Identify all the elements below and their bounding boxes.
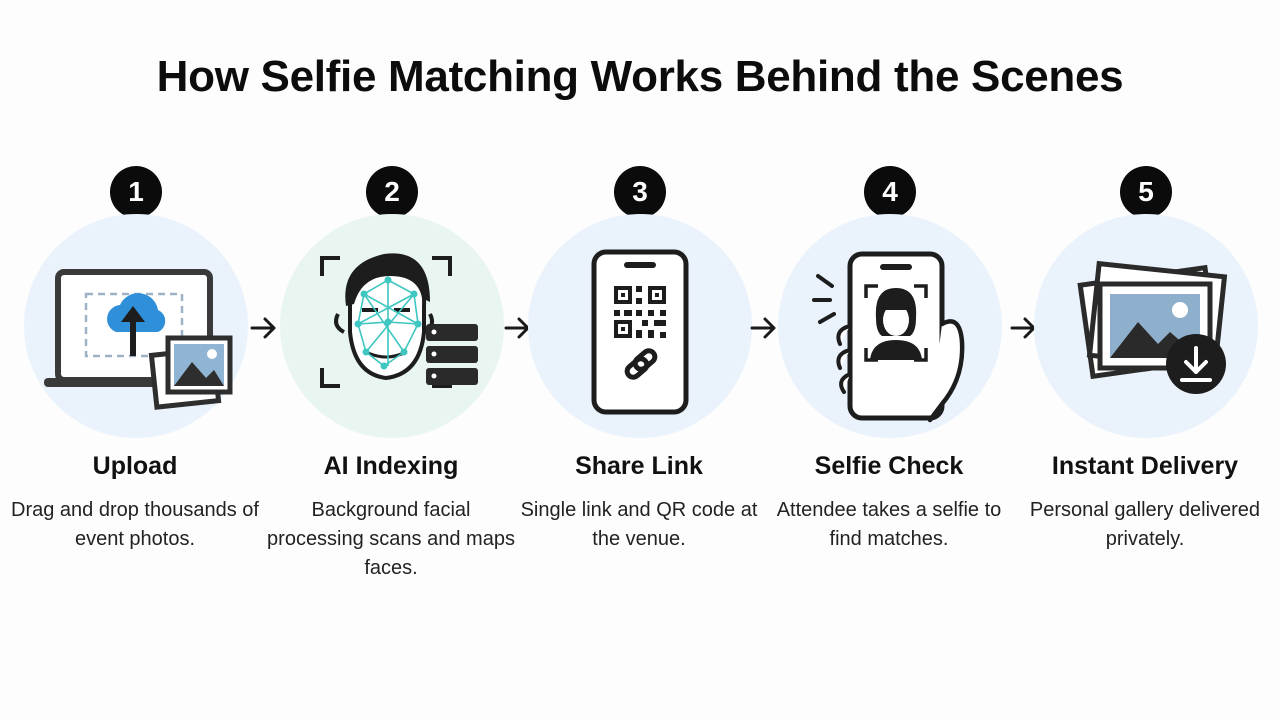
- step-upload: 1 Upload Drag and drop thousands of even…: [10, 0, 260, 720]
- page-title: How Selfie Matching Works Behind the Sce…: [156, 52, 1124, 101]
- step-number-badge: 4: [864, 166, 916, 218]
- step-number-badge: 5: [1120, 166, 1172, 218]
- arrow-right-icon: [750, 317, 776, 339]
- step-description: Personal gallery delivered privately.: [1029, 499, 1261, 550]
- step-description: Background facial processing scans and m…: [267, 499, 515, 579]
- laptop-upload-icon: [44, 269, 233, 410]
- step-description: Single link and QR code at the venue.: [520, 499, 758, 550]
- step-description: Drag and drop thousands of event photos.: [11, 499, 259, 550]
- photo-gallery-download-icon: [1077, 260, 1228, 394]
- step-number-badge: 2: [366, 166, 418, 218]
- step-instant-delivery: 5 Instant Delivery Personal gallery deli…: [1020, 0, 1270, 720]
- phone-selfie-icon: [812, 251, 965, 423]
- step-title: Selfie Check: [814, 452, 964, 480]
- step-selfie-check: 4 Selfie Check Attendee takes a selfie t…: [764, 0, 1014, 720]
- arrow-right-icon: [250, 317, 276, 339]
- step-number-badge: 3: [614, 166, 666, 218]
- step-title: Upload: [92, 452, 178, 480]
- step-ai-indexing: 2 AI Indexing Background facial processi…: [266, 0, 516, 720]
- step-number-badge: 1: [110, 166, 162, 218]
- phone-qr-code-icon: [591, 249, 689, 415]
- step-title: Share Link: [575, 452, 703, 480]
- face-scan-icon: [320, 253, 478, 388]
- step-title: AI Indexing: [323, 452, 459, 480]
- step-title: Instant Delivery: [1051, 452, 1239, 480]
- step-share-link: 3 Share Link Single link and QR code at …: [514, 0, 764, 720]
- step-description: Attendee takes a selfie to find matches.: [776, 499, 1002, 550]
